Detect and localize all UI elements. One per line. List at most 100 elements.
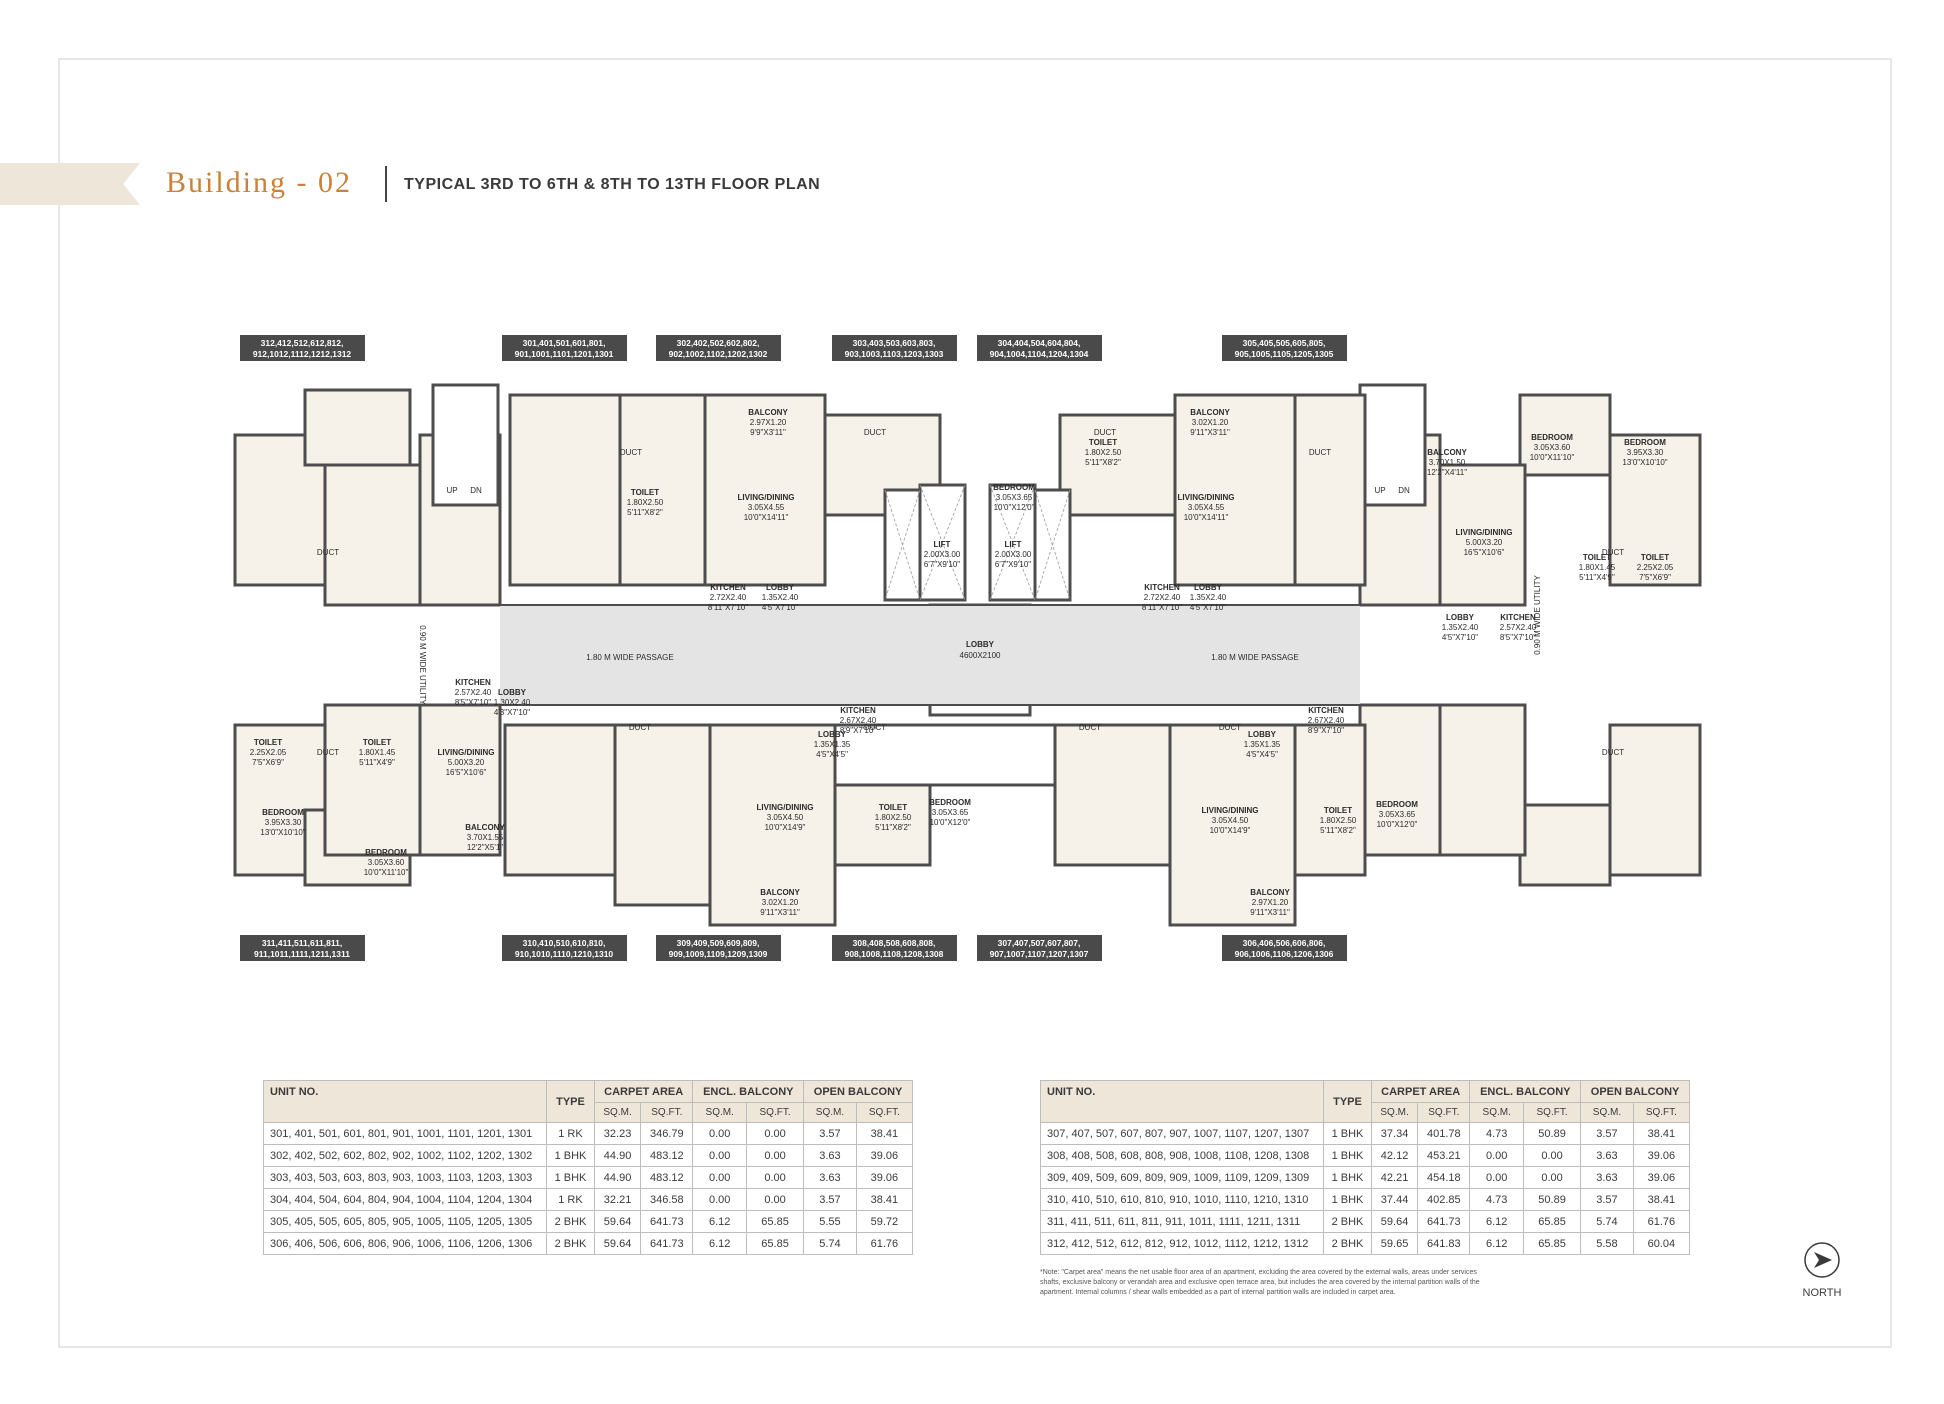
room-size: 1.80X1.45 bbox=[1579, 563, 1616, 572]
header-sqft: SQ.FT. bbox=[1632, 1102, 1691, 1123]
north-arrow-icon bbox=[1804, 1242, 1840, 1278]
unit-tag-bottom-line: 911,1011,1111,1211,1311 bbox=[254, 949, 350, 959]
room-size-feet: 12'2"X5'1" bbox=[467, 843, 503, 852]
room-size: 1.35X2.40 bbox=[1190, 593, 1227, 602]
room-name: BALCONY bbox=[1427, 448, 1467, 457]
table-row: 307, 407, 507, 607, 807, 907, 1007, 1107… bbox=[1040, 1122, 1691, 1145]
area-cell: 3.63 bbox=[1580, 1144, 1634, 1167]
room-name: BALCONY bbox=[465, 823, 505, 832]
room-size-feet: 5'11"X4'9" bbox=[359, 758, 395, 767]
room-size-feet: 4'5"X7'10" bbox=[762, 603, 798, 612]
stair-up-label: UP bbox=[446, 486, 457, 495]
area-cell: 39.06 bbox=[1632, 1144, 1691, 1167]
room-size-feet: 5'11"X8'2" bbox=[1085, 458, 1121, 467]
room-name: BALCONY bbox=[760, 888, 800, 897]
room-name: BEDROOM bbox=[1624, 438, 1666, 447]
room-size: 3.02X1.20 bbox=[1192, 418, 1229, 427]
area-cell: 50.89 bbox=[1522, 1188, 1582, 1211]
room-size: 1.80X1.45 bbox=[359, 748, 396, 757]
room-outline bbox=[1608, 723, 1702, 877]
room-size-feet: 7'5"X6'9" bbox=[252, 758, 284, 767]
room-outline bbox=[323, 463, 422, 607]
header-type: TYPE bbox=[1323, 1080, 1372, 1123]
unit-tag-top-line: 304,404,504,604,804, bbox=[998, 338, 1081, 348]
header-sqft: SQ.FT. bbox=[745, 1102, 805, 1123]
duct-label: DUCT bbox=[1079, 723, 1101, 732]
area-cell: 50.89 bbox=[1522, 1122, 1582, 1145]
area-cell: 0.00 bbox=[692, 1144, 747, 1167]
area-cell: 0.00 bbox=[692, 1166, 747, 1189]
area-cell: 3.57 bbox=[1580, 1188, 1634, 1211]
room-name: LIVING/DINING bbox=[738, 493, 795, 502]
room-name: KITCHEN bbox=[455, 678, 491, 687]
area-cell: 1 BHK bbox=[1323, 1188, 1372, 1211]
lift-label: LIFT bbox=[934, 540, 951, 549]
room-outline bbox=[1053, 723, 1172, 867]
passage-label: 1.80 M WIDE PASSAGE bbox=[586, 653, 673, 662]
room-size-feet: 8'5"X7'10" bbox=[1500, 633, 1536, 642]
duct-label: DUCT bbox=[629, 723, 651, 732]
room-name: BEDROOM bbox=[1531, 433, 1573, 442]
area-cell: 641.73 bbox=[1417, 1210, 1471, 1233]
unit-numbers-cell: 308, 408, 508, 608, 808, 908, 1008, 1108… bbox=[1040, 1144, 1324, 1167]
room-size: 2.72X2.40 bbox=[710, 593, 747, 602]
room-outline bbox=[503, 723, 617, 877]
room-size: 1.80X2.50 bbox=[627, 498, 664, 507]
room-size: 2.57X2.40 bbox=[455, 688, 492, 697]
room-name: LOBBY bbox=[1194, 583, 1223, 592]
room-outline bbox=[1518, 803, 1612, 887]
area-cell: 453.21 bbox=[1417, 1144, 1471, 1167]
unit-tag-top-line: 302,402,502,602,802, bbox=[677, 338, 760, 348]
room-name: LIVING/DINING bbox=[1202, 806, 1259, 815]
unit-numbers-cell: 307, 407, 507, 607, 807, 907, 1007, 1107… bbox=[1040, 1122, 1324, 1145]
lift-size-label: 6'7"X9'10" bbox=[924, 560, 960, 569]
room-size: 3.02X1.20 bbox=[762, 898, 799, 907]
area-cell: 37.34 bbox=[1370, 1122, 1419, 1145]
unit-tag-bottom-line: 909,1009,1109,1209,1309 bbox=[669, 949, 768, 959]
area-cell: 65.85 bbox=[745, 1210, 805, 1233]
room-size: 1.35X2.40 bbox=[1442, 623, 1479, 632]
header-sqft: SQ.FT. bbox=[1522, 1102, 1582, 1123]
unit-tag-bottom-box bbox=[502, 935, 627, 961]
header-open-balcony: OPEN BALCONY bbox=[803, 1080, 913, 1103]
duct-label: DUCT bbox=[864, 723, 886, 732]
header-open-balcony: OPEN BALCONY bbox=[1580, 1080, 1690, 1103]
area-cell: 59.65 bbox=[1370, 1232, 1419, 1255]
room-name: TOILET bbox=[254, 738, 282, 747]
unit-numbers-cell: 309, 409, 509, 609, 809, 909, 1009, 1109… bbox=[1040, 1166, 1324, 1189]
room-size-feet: 9'11"X3'11" bbox=[1190, 428, 1230, 437]
room-outline bbox=[508, 393, 622, 587]
duct-label: DUCT bbox=[864, 428, 886, 437]
room-outline bbox=[1518, 393, 1612, 477]
room-size-feet: 8'11"X7'10" bbox=[708, 603, 748, 612]
unit-tag-bottom-line: 311,411,511,611,811, bbox=[262, 938, 342, 948]
area-cell: 37.44 bbox=[1370, 1188, 1419, 1211]
unit-tag-bottom-line: 907,1007,1107,1207,1307 bbox=[990, 949, 1089, 959]
unit-tag-top-line: 301,401,501,601,801, bbox=[523, 338, 606, 348]
room-outline bbox=[1293, 723, 1367, 877]
header-type: TYPE bbox=[546, 1080, 595, 1123]
room-size-feet: 13'0"X10'10" bbox=[1622, 458, 1667, 467]
lift-size-label: 6'7"X9'10" bbox=[995, 560, 1031, 569]
area-cell: 60.04 bbox=[1632, 1232, 1691, 1255]
room-size: 1.80X2.50 bbox=[875, 813, 912, 822]
table-row: 311, 411, 511, 611, 811, 911, 1011, 1111… bbox=[1040, 1210, 1691, 1233]
duct-label: DUCT bbox=[620, 448, 642, 457]
area-cell: 1 BHK bbox=[1323, 1144, 1372, 1167]
unit-tag-top-box bbox=[502, 335, 627, 361]
header-carpet-area: CARPET AREA bbox=[593, 1080, 694, 1103]
unit-numbers-cell: 305, 405, 505, 605, 805, 905, 1005, 1105… bbox=[263, 1210, 547, 1233]
room-size-feet: 16'5"X10'6" bbox=[446, 768, 487, 777]
unit-tag-top-line: 305,405,505,605,805, bbox=[1243, 338, 1326, 348]
area-cell: 346.79 bbox=[640, 1122, 694, 1145]
area-cell: 0.00 bbox=[692, 1122, 747, 1145]
room-size-feet: 9'11"X3'11" bbox=[1250, 908, 1290, 917]
area-cell: 59.64 bbox=[593, 1210, 642, 1233]
stair-down-label: DN bbox=[1398, 486, 1410, 495]
area-cell: 3.63 bbox=[1580, 1166, 1634, 1189]
area-cell: 3.63 bbox=[803, 1144, 857, 1167]
header-unit-no: UNIT NO. bbox=[263, 1080, 547, 1123]
room-outline bbox=[1358, 703, 1442, 857]
area-cell: 1 BHK bbox=[546, 1144, 595, 1167]
room-size-feet: 8'5"X7'10" bbox=[455, 698, 491, 707]
